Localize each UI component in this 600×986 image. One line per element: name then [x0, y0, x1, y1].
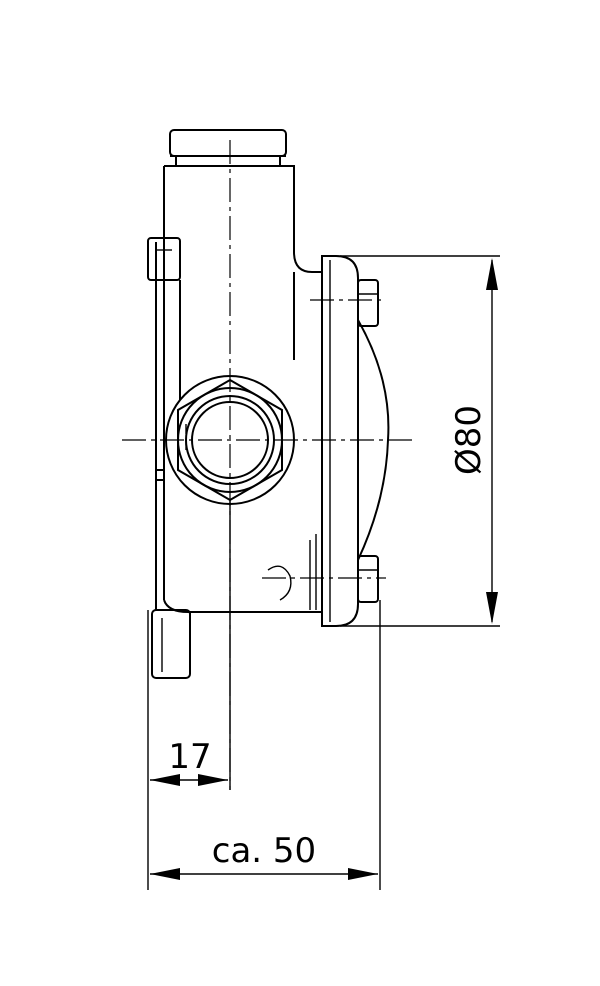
- dimension-diameter: Ø80: [340, 255, 500, 627]
- diameter-label: Ø80: [449, 405, 489, 475]
- valve-body: [147, 129, 322, 679]
- offset-label: 17: [168, 737, 211, 777]
- dimension-depth: ca. 50: [150, 600, 381, 890]
- dimension-offset: 17: [147, 500, 231, 890]
- depth-label: ca. 50: [212, 831, 316, 871]
- flange-cover: [267, 255, 390, 627]
